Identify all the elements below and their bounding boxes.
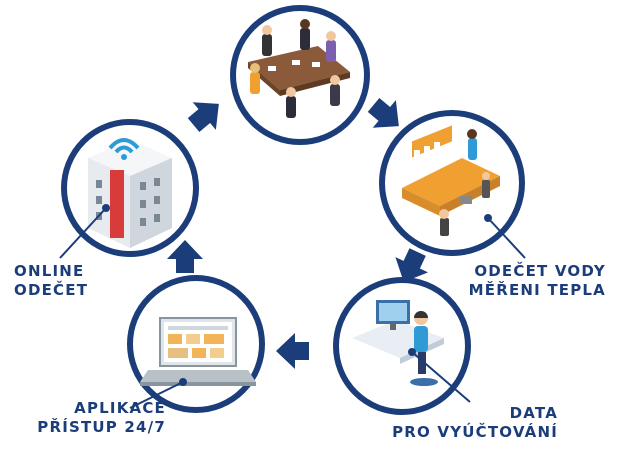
meeting-circle — [230, 5, 370, 145]
leader-odecet — [487, 217, 526, 259]
building-circle — [61, 119, 199, 257]
label-aplikace-line2: PŘÍSTUP 24/7 — [37, 418, 166, 436]
arrow-building-to-meeting — [182, 90, 231, 139]
office-worker-icon — [352, 300, 444, 386]
office-circle — [333, 277, 471, 415]
meeting-table-icon — [248, 19, 350, 118]
leader-dot-aplikace — [179, 378, 187, 386]
leader-aplikace — [129, 381, 184, 409]
label-data-line2: PRO VYÚČTOVÁNÍ — [392, 423, 558, 441]
leader-data — [411, 351, 471, 403]
laptop-circle — [127, 275, 265, 413]
label-online-line1: ONLINE — [14, 262, 85, 280]
label-online-line2: ODEČET — [14, 281, 89, 299]
smart-building-wifi-icon — [88, 138, 172, 248]
label-data-line1: DATA — [509, 404, 558, 422]
leader-dot-odecet — [484, 214, 492, 222]
label-odecet-line2: MĚŘENI TEPLA — [468, 281, 606, 299]
laptop-dashboard-icon — [140, 317, 256, 386]
label-odecet: ODEČET VODY MĚŘENI TEPLA — [469, 262, 606, 300]
label-aplikace: APLIKACE PŘÍSTUP 24/7 — [20, 399, 166, 437]
arrow-office-to-laptop — [276, 333, 309, 369]
leader-dot-online — [102, 204, 110, 212]
label-online: ONLINE ODEČET — [14, 262, 88, 300]
arrow-laptop-to-building — [167, 240, 203, 273]
label-data: DATA PRO VYÚČTOVÁNÍ — [392, 404, 558, 442]
kitchen-workers-icon — [402, 125, 500, 236]
label-odecet-line1: ODEČET VODY — [474, 262, 606, 280]
label-aplikace-line1: APLIKACE — [74, 399, 166, 417]
leader-online — [59, 207, 107, 259]
leader-dot-data — [408, 348, 416, 356]
